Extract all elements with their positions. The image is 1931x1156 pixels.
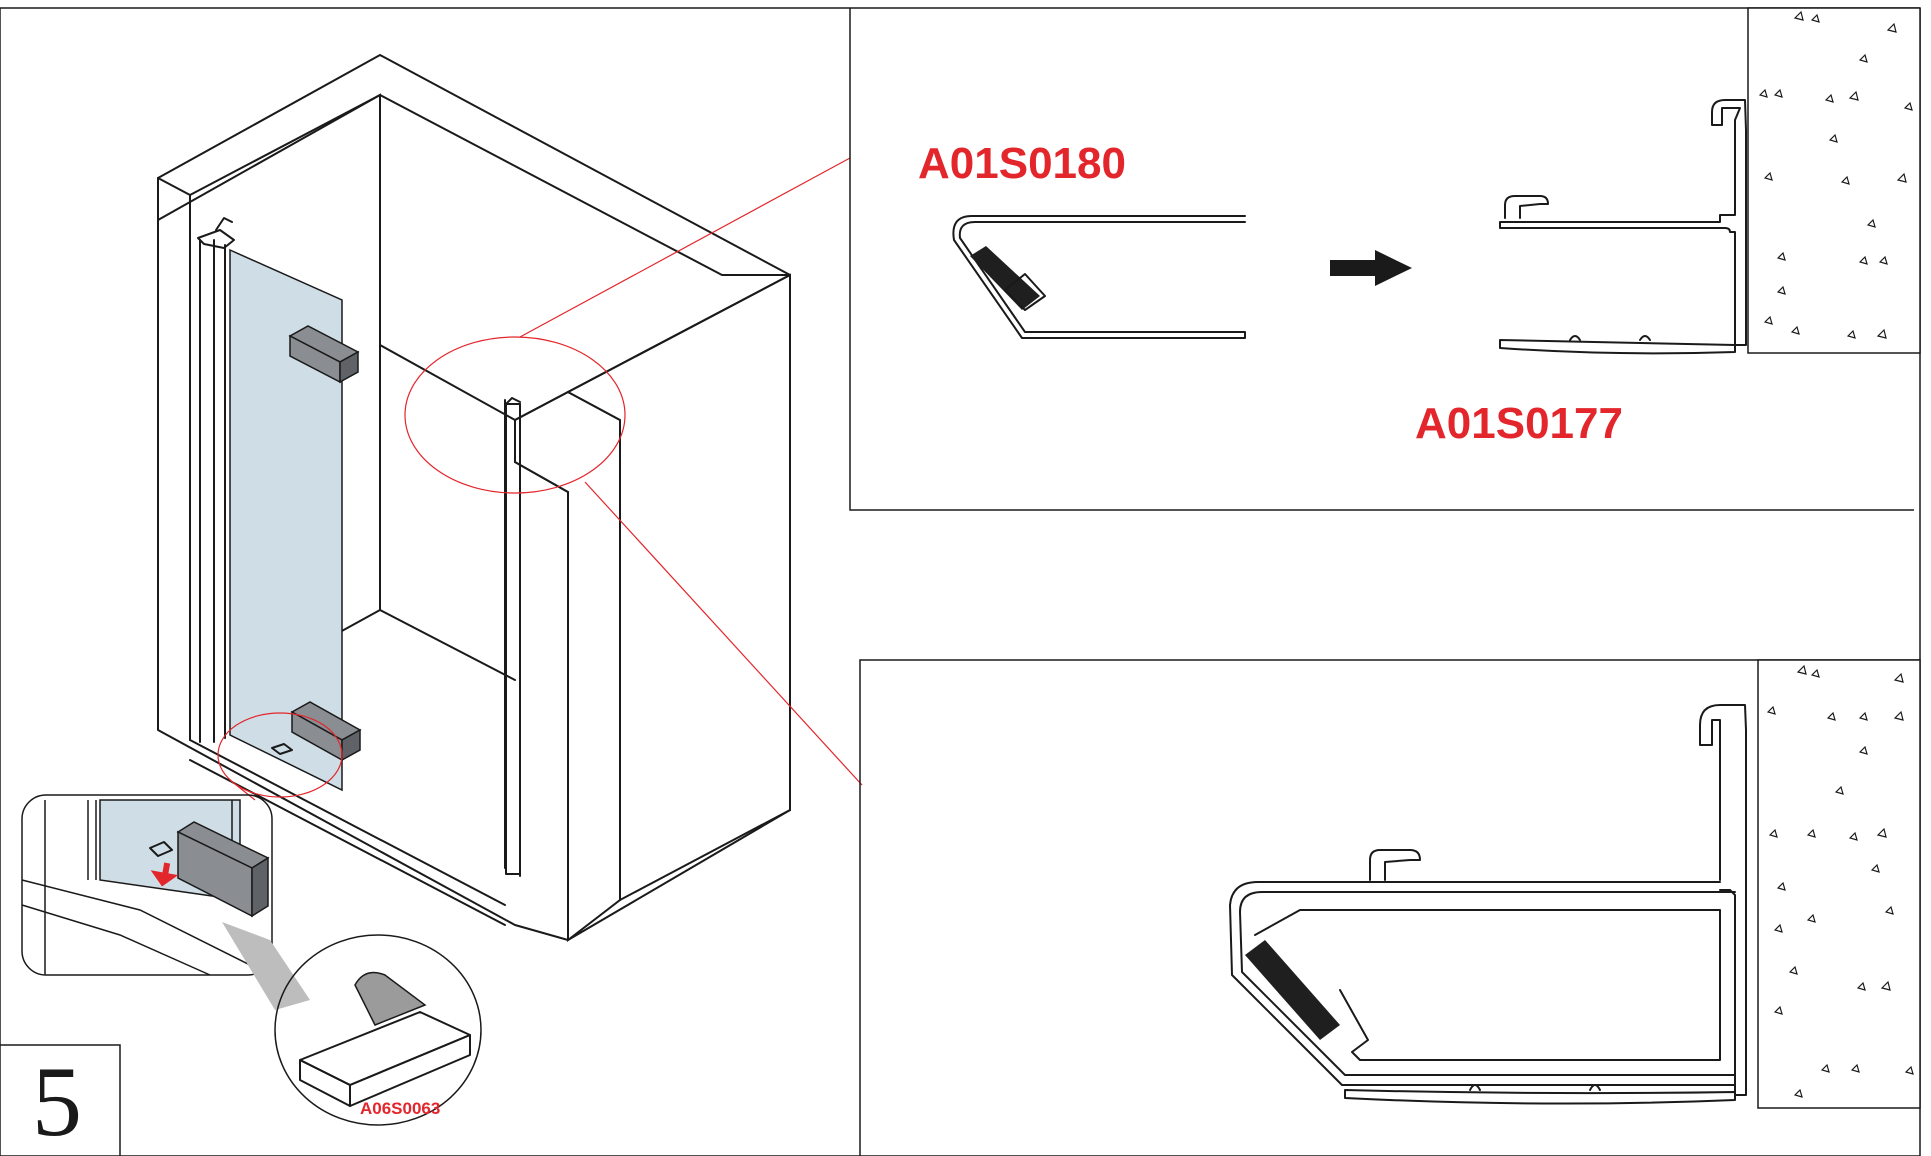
concrete-wall — [1747, 7, 1921, 354]
magnet-closeup — [176, 821, 270, 918]
step-number: 5 — [32, 1046, 82, 1156]
callout-circles — [217, 157, 863, 801]
glass-door-panel — [229, 248, 343, 792]
concrete-wall-bottom — [1757, 659, 1921, 1109]
step-number-box: 5 — [0, 1044, 121, 1156]
tape-part-number: A06S0063 — [360, 1099, 440, 1118]
shower-enclosure — [157, 53, 791, 943]
profile-a01s0177 — [1499, 99, 1747, 355]
assembled-profile — [1229, 704, 1747, 1105]
profile-left-part-number: A01S0180 — [918, 139, 1126, 188]
profile-detail-panel: A01S0180 A01S0177 — [849, 7, 1921, 511]
tape-detail-inset — [21, 794, 310, 1010]
callout-circle-top — [404, 336, 626, 494]
concrete-aggregate-bottom — [1766, 664, 1914, 1098]
tape-circle-detail: A06S0063 — [274, 934, 482, 1126]
magnet-top — [288, 325, 360, 384]
down-arrow-icon — [150, 862, 179, 887]
top-hinge — [197, 229, 235, 249]
profile-right-part-number: A01S0177 — [1415, 399, 1623, 448]
concrete-aggregate — [1758, 10, 1913, 339]
direction-arrow-icon — [1330, 250, 1412, 286]
profile-a01s0180 — [952, 215, 1246, 339]
callout-circle-bottom — [217, 712, 343, 798]
assembled-profile-panel — [859, 659, 1921, 1156]
